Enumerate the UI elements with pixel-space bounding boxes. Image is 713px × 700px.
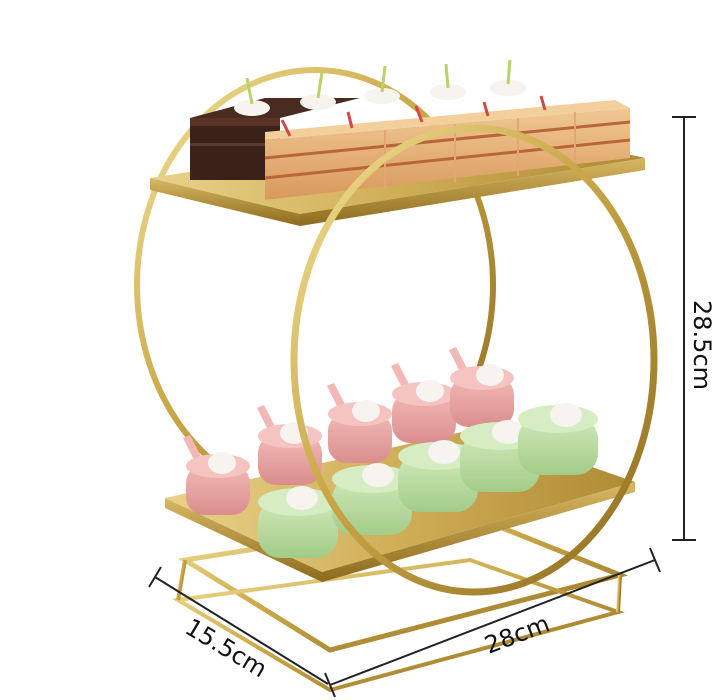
- layered-sponge-slices: [264, 95, 631, 200]
- cream-swirls: [234, 80, 526, 116]
- width-dimension-label: 28cm: [481, 609, 554, 659]
- front-ring: [290, 124, 658, 596]
- dimension-lines: [148, 116, 696, 698]
- mint-heart-cakes: [258, 403, 598, 558]
- pink-heart-cakes: [183, 347, 514, 515]
- garnish-sticks: [245, 59, 512, 105]
- height-dimension-label: 28.5cm: [688, 300, 713, 390]
